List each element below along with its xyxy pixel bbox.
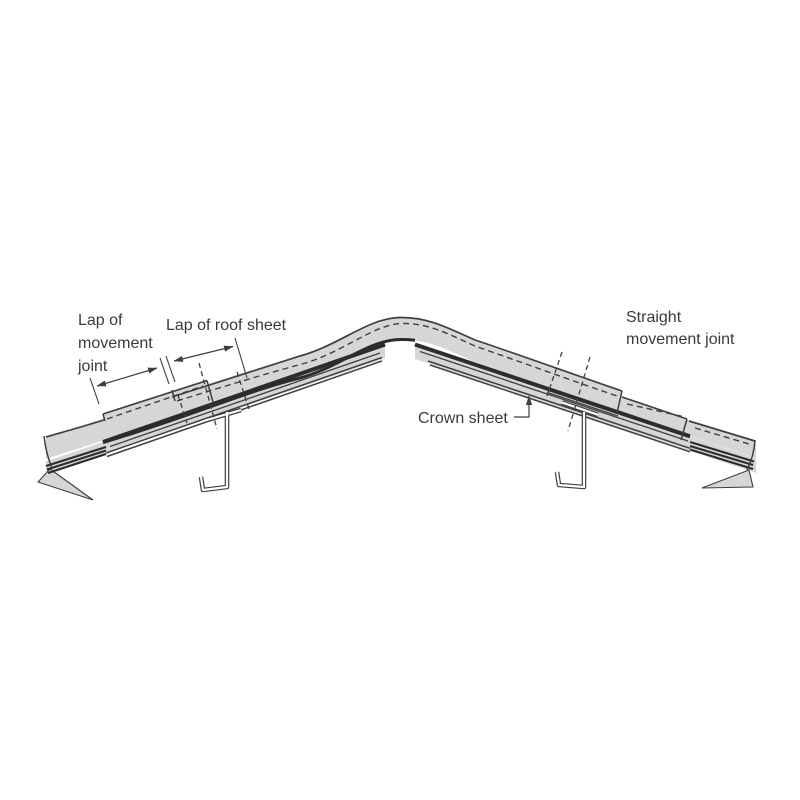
dimension-line-movement-joint [96,367,158,387]
left-bottom-line-2 [106,360,383,458]
left-end-break-cut [43,435,53,469]
extension-tick-shared-1 [159,357,170,385]
top-edges [43,316,756,471]
crown-sheet-face [46,317,622,459]
clip-right-hollow [555,401,599,489]
end-sheet-right-top-edge [688,420,756,442]
right-end-bottom-3 [689,448,754,471]
crown-sheet-leader [514,395,533,418]
seam-right-thin [419,350,689,442]
sliding-clip-right [554,400,599,490]
right-end-break-cut [746,439,756,471]
right-end-break-wedge [701,469,754,489]
label-crown-sheet: Crown sheet [418,410,508,427]
centerline-right-2 [567,356,591,432]
right-end-bottom-1 [689,440,755,463]
label-lap-movement-line1: Lap of [78,312,123,329]
seam-left-thin [109,352,381,448]
lap-piece-right-underlap-edge [548,392,619,417]
clip-left-hollow [199,408,242,492]
sliding-clip-left [198,407,242,493]
joint-centerlines [177,351,591,432]
left-sheet-top-edge [45,419,105,438]
labels: Lap of movement joint Lap of roof sheet … [77,309,735,427]
right-end-bottom-2 [689,444,754,467]
extension-line-left [89,377,100,405]
centerline-left-2 [198,362,218,430]
left-end-break-wedge [37,468,94,501]
right-bottom-line-1 [427,360,691,450]
dimension-lap-of-roof-sheet [173,337,248,379]
centerline-right-1 [546,351,563,397]
lap-piece-right-end-cut [680,418,688,441]
crown-sheet-band [46,317,622,459]
lap-piece-left-end-cut [102,413,106,422]
label-straight-joint-line2: movement joint [626,331,735,348]
label-lap-movement-line3: joint [77,358,108,375]
seam-lines [102,337,691,448]
left-end-bottom-1 [45,445,107,468]
seam-right [414,342,691,439]
left-bottom-line-1 [105,356,383,454]
end-sheet-right-face [687,420,756,458]
crown-sheet-bottom-edge [102,337,416,444]
right-bottom-line-2 [429,364,691,453]
lap-piece-left-dashed [106,385,204,420]
label-lap-movement-line2: movement [78,335,153,352]
bottom-edge-lines [45,356,755,475]
crown-sheet-dashed [176,322,618,402]
crown-sheet-leader-line [514,395,533,418]
crown-sheet-top-edge [171,316,623,398]
hidden-dashed-lines [106,322,750,445]
left-end-bottom-3 [47,452,107,475]
end-roof-sheet-right [687,420,756,458]
seam-left [102,342,386,444]
centerline-left-3 [236,371,250,410]
crown-sheet-end-cut [616,390,623,414]
label-straight-joint-line1: Straight [626,309,682,326]
extension-line-right [234,337,248,379]
dimension-line-roof-sheet [173,345,234,362]
centerline-left-1 [177,394,188,424]
label-lap-roof-sheet: Lap of roof sheet [166,317,287,334]
clip-left-outline [198,407,242,493]
lap-piece-left-top-edge [102,379,208,415]
left-end-bottom-2 [46,449,107,471]
dimension-lap-of-movement-joint [89,355,176,405]
extension-tick-shared-2 [165,355,176,383]
